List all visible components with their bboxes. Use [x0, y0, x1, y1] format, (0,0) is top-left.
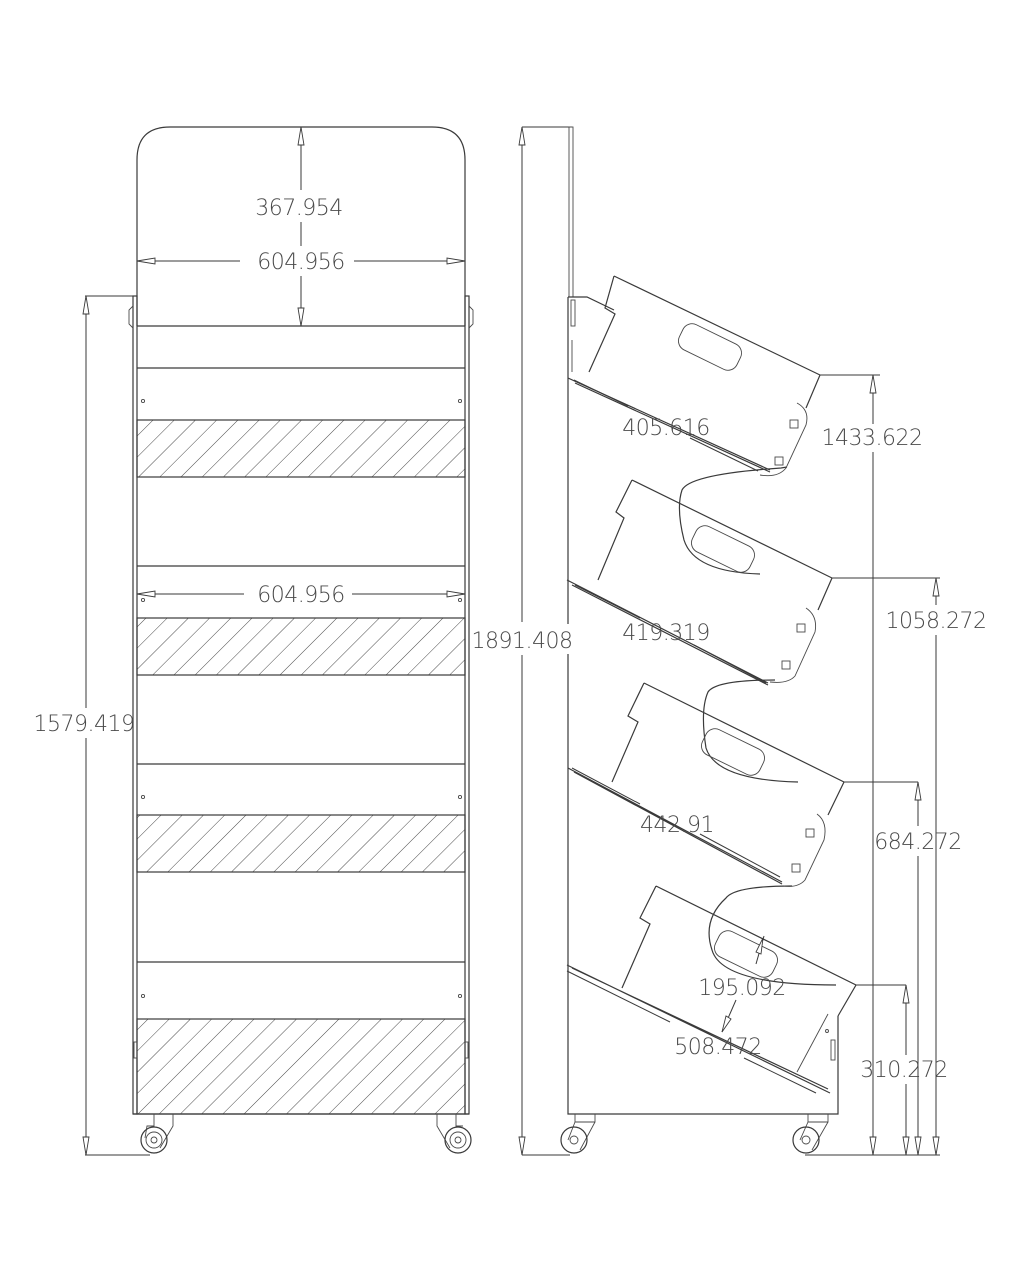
label-tier2-height: 1058.272: [886, 609, 987, 634]
dim-body-height: [82, 295, 150, 1156]
label-shelf-width: 604.956: [257, 583, 344, 608]
side-tier-3: [567, 682, 845, 887]
side-header-upright: [568, 126, 574, 298]
dim-shelf-width: [136, 590, 466, 598]
side-view: 1891.408 405.616 419.319 442.91 195.092 …: [472, 126, 987, 1156]
label-tier4-height: 310.272: [860, 1058, 947, 1083]
side-panel-profile: [567, 296, 839, 1115]
label-tier4-bin-height: 195.092: [698, 976, 785, 1001]
front-caster-left: [140, 1114, 174, 1154]
label-header-height: 367.954: [255, 196, 342, 221]
side-tier-2: [566, 479, 833, 686]
dim-header-width: [136, 257, 466, 265]
label-tier2-depth: 419.319: [622, 621, 709, 646]
label-tier3-depth: 442.91: [640, 813, 714, 838]
label-tier1-height: 1433.622: [822, 426, 923, 451]
bolt-dots: [140, 398, 463, 999]
shelf-band-2: [136, 617, 466, 676]
dim-tier-depths: [566, 379, 817, 1094]
shelf-band-4: [136, 1018, 466, 1115]
label-tier3-height: 684.272: [874, 830, 961, 855]
right-post: [464, 295, 470, 1115]
side-tier-1: [567, 275, 821, 477]
label-tier4-depth: 508.472: [674, 1035, 761, 1060]
shelf-band-3: [136, 814, 466, 873]
label-overall-height: 1891.408: [472, 629, 573, 654]
front-caster-right: [436, 1114, 472, 1154]
label-body-height: 1579.419: [34, 712, 135, 737]
side-caster-right: [792, 1114, 829, 1154]
front-view: 367.954 604.956 604.956 1579.419: [34, 126, 474, 1156]
side-caster-left: [560, 1114, 596, 1154]
dim-header-height: [297, 126, 305, 327]
label-header-width: 604.956: [257, 250, 344, 275]
left-post: [132, 295, 138, 1115]
label-tier1-depth: 405.616: [622, 416, 709, 441]
dim-overall-height: [518, 126, 572, 1156]
shelf-band-1: [136, 419, 466, 478]
dim-tier-heights: [805, 374, 940, 1156]
